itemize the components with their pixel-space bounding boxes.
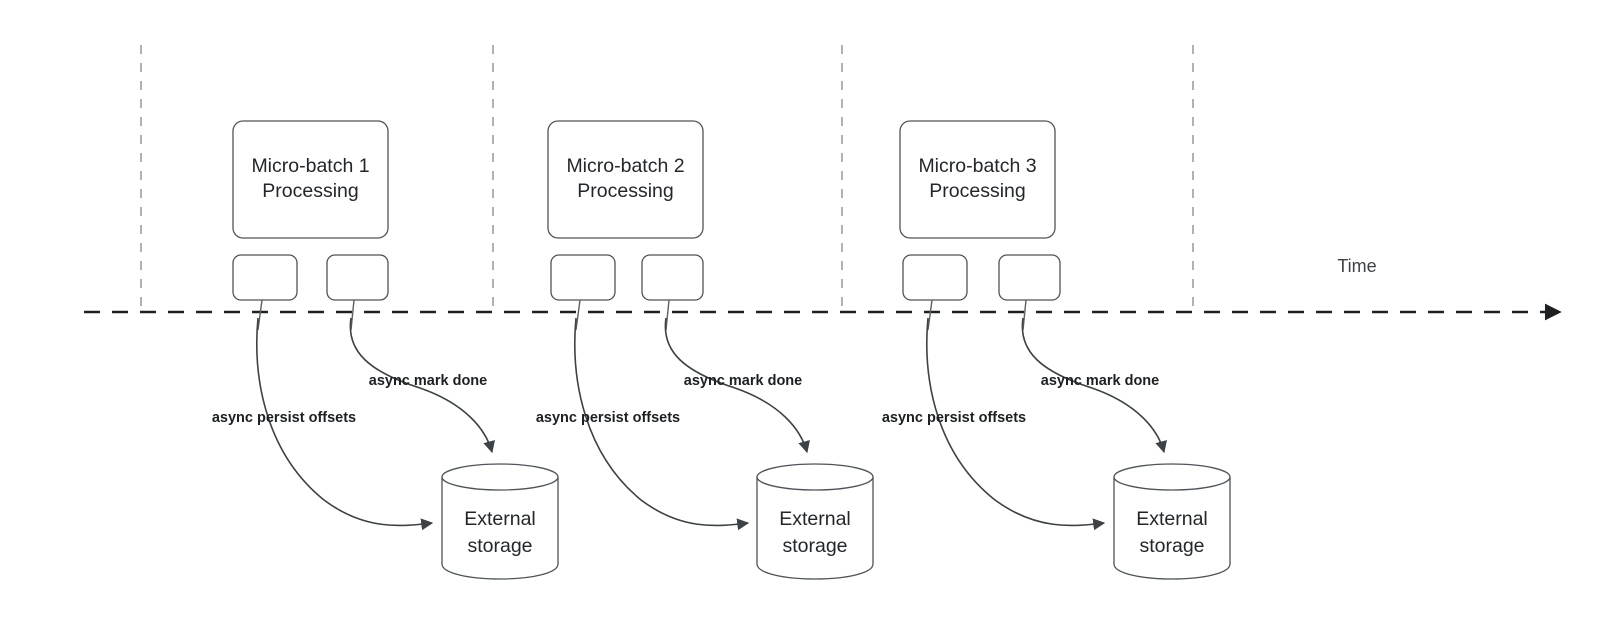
micro-batch-3-processing-box[interactable] xyxy=(899,120,1056,239)
micro-batch-group-3: Micro-batch 3 Processing async persist o… xyxy=(882,120,1231,580)
micro-batch-1-persist-connector xyxy=(257,299,263,331)
time-axis: Time xyxy=(84,256,1562,321)
external-storage-1-line2: storage xyxy=(467,535,532,557)
micro-batch-3-persist-offsets-edge xyxy=(926,317,1106,531)
micro-batch-group-2: Micro-batch 2 Processing async persist o… xyxy=(536,120,874,580)
micro-batch-1-persist-offsets-edge xyxy=(256,317,434,531)
micro-batch-2-markdone-connector xyxy=(665,299,670,331)
micro-batch-2-title-line1: Micro-batch 2 xyxy=(566,155,684,177)
external-storage-cylinder-3[interactable] xyxy=(1113,463,1231,580)
time-axis-label: Time xyxy=(1337,256,1376,276)
micro-batch-group-1: Micro-batch 1 Processing async persist o… xyxy=(212,120,559,580)
micro-batch-2-persist-offsets-label: async persist offsets xyxy=(536,410,680,426)
external-storage-1-line1: External xyxy=(464,508,536,530)
batch-boundary-dividers xyxy=(140,45,1194,313)
external-storage-3-line2: storage xyxy=(1139,535,1204,557)
micro-batch-2-title-line2: Processing xyxy=(577,180,673,202)
micro-batch-1-markdone-task-box[interactable] xyxy=(326,254,389,301)
micro-batch-2-mark-done-label: async mark done xyxy=(684,373,802,389)
micro-batch-3-persist-connector xyxy=(927,299,933,331)
external-storage-2-line2: storage xyxy=(782,535,847,557)
micro-batch-1-persist-offsets-label: async persist offsets xyxy=(212,410,356,426)
micro-batch-2-mark-done-edge xyxy=(664,317,810,454)
micro-batch-3-title-line1: Micro-batch 3 xyxy=(918,155,1036,177)
micro-batch-1-processing-box[interactable] xyxy=(232,120,389,239)
micro-batch-2-markdone-task-box[interactable] xyxy=(641,254,704,301)
micro-batch-2-persist-task-box[interactable] xyxy=(550,254,616,301)
micro-batch-1-mark-done-edge xyxy=(349,317,495,454)
micro-batch-1-mark-done-label: async mark done xyxy=(369,373,487,389)
micro-batch-2-persist-offsets-edge xyxy=(574,317,750,531)
external-storage-cylinder-2[interactable] xyxy=(756,463,874,580)
micro-batch-2-processing-box[interactable] xyxy=(547,120,704,239)
micro-batch-3-markdone-task-box[interactable] xyxy=(998,254,1061,301)
external-storage-2-line1: External xyxy=(779,508,851,530)
micro-batch-3-markdone-connector xyxy=(1022,299,1027,331)
micro-batch-3-title-line2: Processing xyxy=(929,180,1025,202)
micro-batch-3-mark-done-label: async mark done xyxy=(1041,373,1159,389)
micro-batch-1-markdone-connector xyxy=(350,299,355,331)
micro-batch-3-persist-task-box[interactable] xyxy=(902,254,968,301)
micro-batch-1-persist-task-box[interactable] xyxy=(232,254,298,301)
micro-batch-1-title-line2: Processing xyxy=(262,180,358,202)
micro-batch-3-mark-done-edge xyxy=(1021,317,1167,454)
micro-batch-2-persist-connector xyxy=(575,299,581,331)
external-storage-cylinder-1[interactable] xyxy=(441,463,559,580)
external-storage-3-line1: External xyxy=(1136,508,1208,530)
micro-batch-1-title-line1: Micro-batch 1 xyxy=(251,155,369,177)
micro-batch-3-persist-offsets-label: async persist offsets xyxy=(882,410,1026,426)
